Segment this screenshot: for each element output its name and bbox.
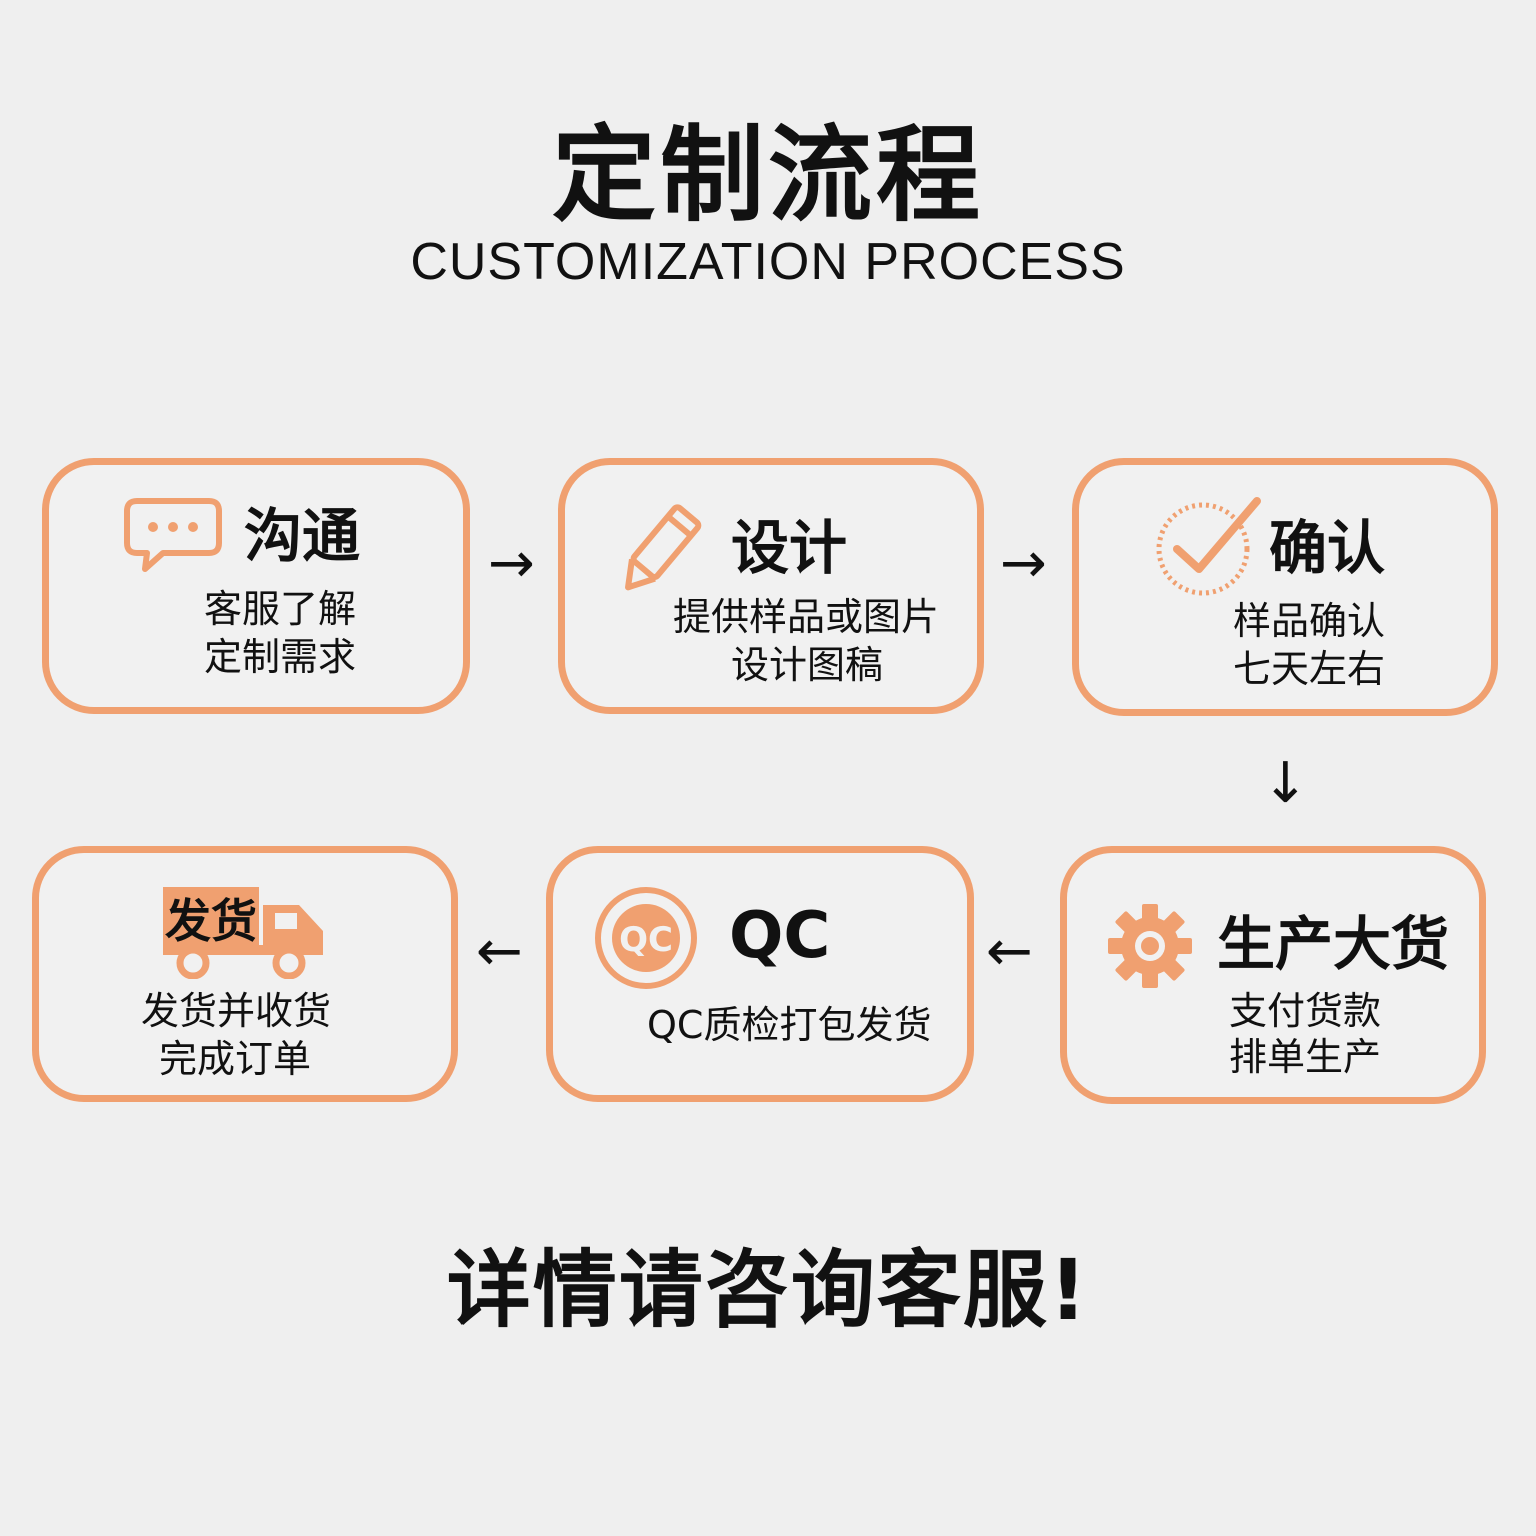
delivery-truck-icon (159, 883, 329, 983)
step-card-qc: QC QC QC质检打包发货 (546, 846, 974, 1102)
step-desc-line2: 七天左右 (1233, 647, 1386, 691)
arrow-right-icon: → (1000, 531, 1047, 596)
step-desc-line2: 定制需求 (204, 635, 357, 679)
step-card-confirm: 确认 样品确认 七天左右 (1072, 458, 1498, 716)
step-card-design: 设计 提供样品或图片 设计图稿 (558, 458, 984, 714)
footer-cta: 详情请咨询客服! (446, 1241, 1090, 1339)
step-title: 确认 (1269, 514, 1386, 582)
step-desc-line2: 设计图稿 (731, 643, 884, 687)
chat-bubble-icon (123, 497, 223, 581)
step-desc-line1: 提供样品或图片 (673, 595, 940, 639)
gear-icon (1107, 903, 1193, 993)
step-desc-line1: 支付货款 (1229, 989, 1382, 1033)
step-desc-line2: 完成订单 (159, 1037, 312, 1081)
step-card-delivery: 发货 发货并收货 完成订单 (32, 846, 458, 1102)
arrow-left-icon: ← (476, 919, 523, 984)
svg-text:QC: QC (619, 920, 673, 960)
check-circle-icon (1153, 493, 1263, 603)
page-subtitle: CUSTOMIZATION PROCESS (410, 233, 1126, 291)
step-desc-line1: 客服了解 (204, 587, 357, 631)
step-card-communicate: 沟通 客服了解 定制需求 (42, 458, 470, 714)
arrow-right-icon: → (488, 531, 535, 596)
step-desc-line2: 排单生产 (1229, 1035, 1382, 1079)
step-card-production: 生产大货 支付货款 排单生产 (1060, 846, 1486, 1104)
pencil-icon (613, 501, 705, 607)
step-title: 生产大货 (1217, 910, 1450, 978)
step-title: 沟通 (244, 502, 361, 570)
step-desc-line1: 发货并收货 (141, 989, 332, 1033)
page-title: 定制流程 (551, 114, 984, 236)
step-title: QC (729, 899, 831, 973)
arrow-left-icon: ← (986, 919, 1033, 984)
qc-badge-icon: QC (593, 885, 699, 995)
arrow-down-icon: ↓ (1262, 751, 1309, 816)
step-desc-line1: 样品确认 (1233, 599, 1386, 643)
step-title: 设计 (731, 514, 848, 582)
step-desc-line1: QC质检打包发货 (647, 1003, 932, 1047)
step-title: 发货 (165, 894, 257, 948)
